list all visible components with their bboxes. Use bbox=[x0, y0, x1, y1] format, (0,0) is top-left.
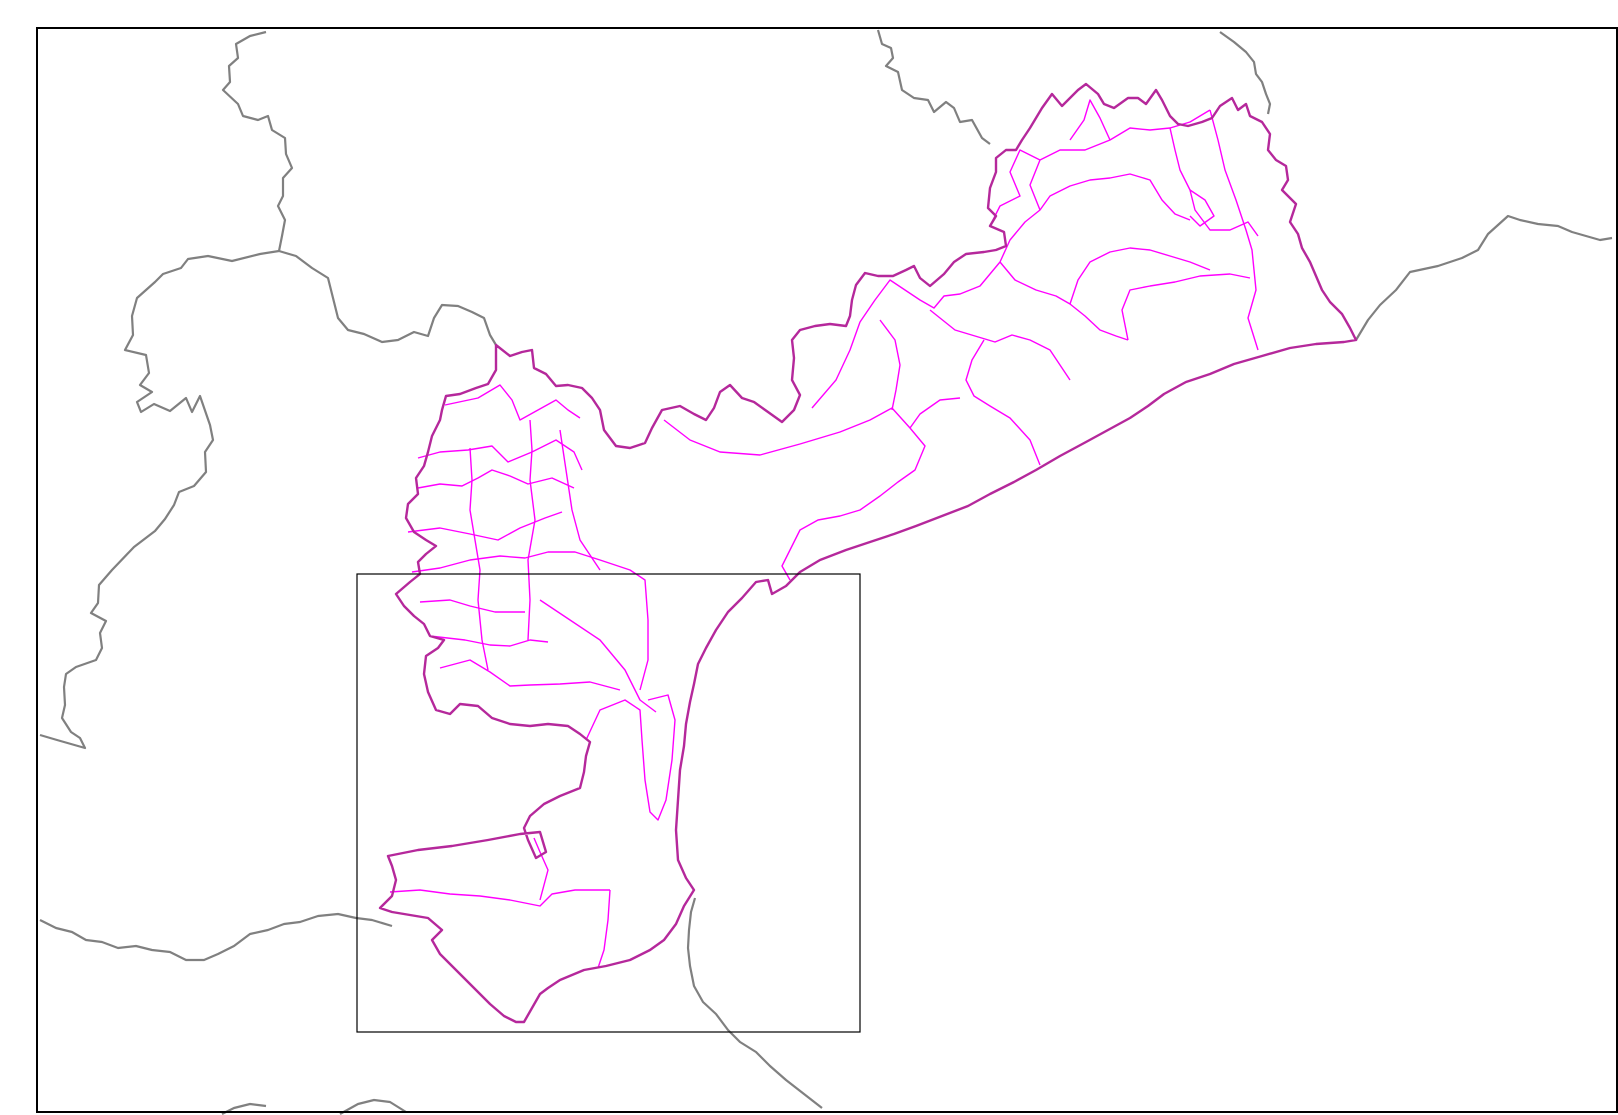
subdivision-line bbox=[1189, 189, 1215, 227]
subdivision-line bbox=[597, 889, 611, 969]
subdivision-line bbox=[419, 599, 525, 613]
boundary-west-upper bbox=[39, 249, 280, 750]
subdivision-boundaries bbox=[389, 99, 1259, 969]
subdivision-line bbox=[389, 889, 610, 907]
subdivision-line bbox=[663, 407, 926, 581]
subdivision-line bbox=[407, 511, 563, 541]
regional-boundaries bbox=[39, 29, 1613, 1115]
subdivision-line bbox=[527, 419, 536, 641]
subdivision-line bbox=[1069, 99, 1111, 141]
subdivision-line bbox=[585, 694, 676, 821]
boundary-north-central bbox=[278, 249, 497, 346]
subdivision-line bbox=[429, 635, 549, 647]
study-area-outline bbox=[378, 82, 1358, 1024]
boundary-northwest-a bbox=[221, 30, 294, 252]
boundary-bottom-arc-2 bbox=[339, 1098, 407, 1115]
subdivision-line bbox=[539, 599, 657, 713]
boundary-north-inland bbox=[876, 29, 991, 145]
subdivision-line bbox=[533, 837, 549, 901]
subdivision-line bbox=[1069, 247, 1211, 305]
subdivision-line bbox=[469, 447, 489, 671]
subdivision-line bbox=[559, 429, 601, 571]
subdivision-line bbox=[989, 149, 1041, 227]
subdivision-line bbox=[909, 397, 961, 429]
subdivision-line bbox=[929, 309, 1071, 381]
boundary-south bbox=[39, 912, 393, 962]
subdivision-line bbox=[879, 319, 901, 411]
subdivision-line bbox=[417, 469, 575, 489]
subdivision-line bbox=[1169, 127, 1259, 237]
subdivision-line bbox=[999, 173, 1191, 263]
map-frame bbox=[36, 27, 1618, 1113]
boundary-southeast-river bbox=[686, 897, 823, 1109]
extent-rectangle bbox=[356, 573, 861, 1033]
subdivision-line bbox=[965, 339, 1041, 466]
subdivision-line bbox=[439, 659, 621, 691]
boundary-east-coast bbox=[1355, 214, 1613, 341]
subdivision-line bbox=[444, 384, 581, 421]
boundary-northeast-tip bbox=[1219, 31, 1272, 115]
subdivision-line bbox=[1209, 109, 1259, 351]
subdivision-line bbox=[1121, 273, 1251, 341]
subdivision-line bbox=[811, 261, 1001, 409]
subdivision-line bbox=[411, 551, 649, 691]
subdivision-line bbox=[417, 439, 583, 471]
